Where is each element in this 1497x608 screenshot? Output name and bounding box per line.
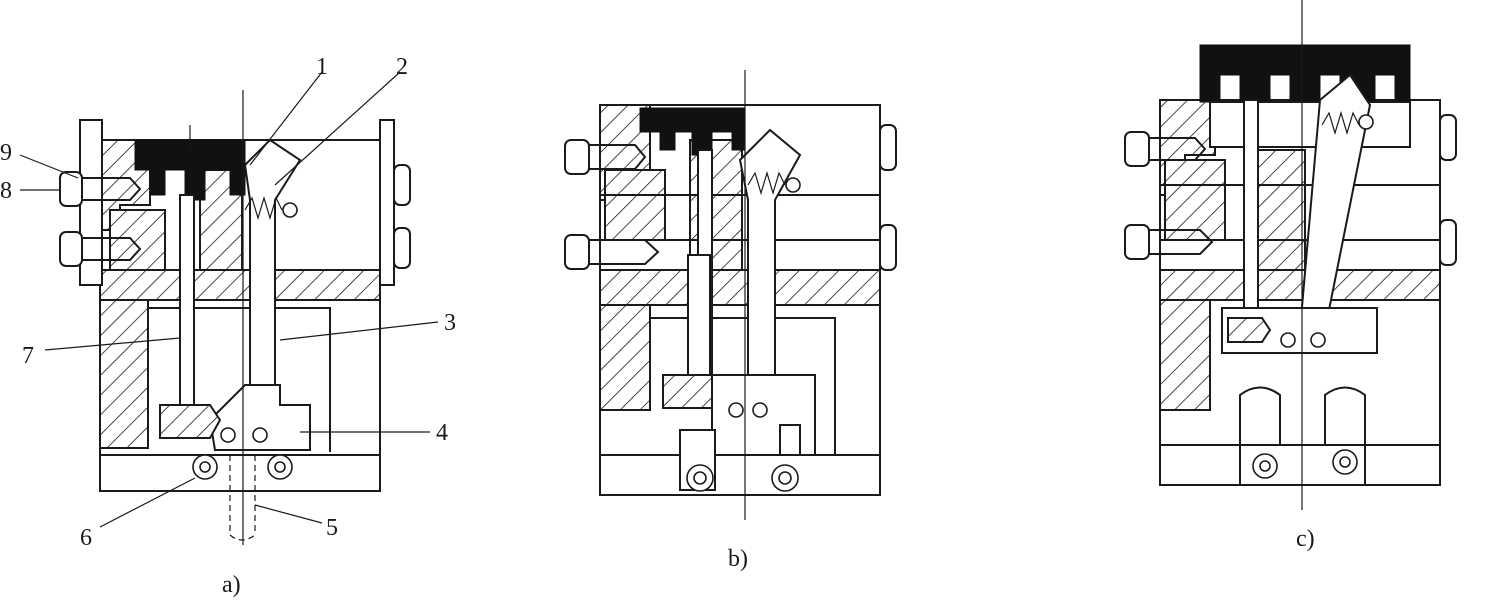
leader-5 [254, 504, 323, 524]
roller-right-core [274, 461, 286, 473]
leader-7 [44, 337, 181, 351]
left-inner-block-c [1164, 159, 1226, 241]
inner-cavity [148, 307, 331, 452]
bolt-shank-bottom [82, 237, 142, 261]
cap-plate-c [1209, 101, 1411, 148]
latch-pin-1-b [728, 402, 744, 418]
callout-6: 6 [80, 525, 92, 551]
callout-8: 8 [0, 178, 12, 204]
mid-strip-b [599, 269, 881, 306]
callout-5: 5 [326, 515, 338, 541]
spring-c [1321, 110, 1360, 136]
bolt-right-top [393, 164, 411, 206]
left-inner-block-b [604, 169, 666, 241]
lever-3 [243, 138, 302, 401]
plunger-5 [229, 455, 256, 541]
bolt-right-bottom-c [1439, 219, 1457, 266]
left-wall [99, 299, 149, 449]
bolt-right-top-c [1439, 114, 1457, 161]
latch-pin-2-b [752, 402, 768, 418]
callout-3: 3 [444, 310, 456, 336]
bolt-left-bottom-c [1124, 224, 1150, 260]
spring [244, 195, 283, 221]
bolt-left-bottom [59, 231, 83, 267]
center-bushing-c [1254, 149, 1306, 271]
pawl-block-c [1227, 317, 1272, 343]
latch-pin-2 [252, 427, 268, 443]
roller-left-core-c [1259, 460, 1271, 472]
view-b: b) [564, 70, 897, 572]
top-cap-c [1199, 44, 1411, 103]
bolt-shank-bottom-b [589, 239, 660, 265]
roller-right-core-c [1339, 456, 1351, 468]
lever-b [738, 128, 802, 391]
callout-7: 7 [22, 343, 34, 369]
bolt-right-bottom-b [879, 224, 897, 271]
lever-c [1298, 73, 1372, 331]
fork-left-c [1239, 386, 1281, 446]
fork-right-c [1324, 386, 1366, 446]
left-wall-b [599, 304, 651, 411]
view-c: c) [1124, 0, 1457, 552]
leader-1 [249, 71, 323, 166]
base-plate [99, 454, 381, 492]
latch-pin-1-c [1280, 332, 1296, 348]
spring-pin-c [1358, 114, 1374, 130]
bolt-left-bottom-b [564, 234, 590, 270]
pawl-block [159, 404, 222, 439]
callout-4: 4 [436, 420, 448, 446]
spring-pin [282, 202, 298, 218]
bolt-left-top-c [1124, 131, 1150, 167]
mid-strip-c [1159, 269, 1441, 301]
latch-pin-2-c [1310, 332, 1326, 348]
bolt-shank-bottom-c [1149, 229, 1214, 255]
caption-b: b) [728, 546, 748, 572]
bolt-right-bottom [393, 227, 411, 269]
rod-sleeve-b [687, 254, 711, 376]
callout-1: 1 [316, 54, 328, 80]
spring-b [747, 170, 786, 196]
bolt-left-top-b [564, 139, 590, 175]
callout-9: 9 [0, 140, 12, 166]
caption-a: a) [222, 572, 241, 598]
top-cap-b [639, 107, 746, 156]
view-a: 1 2 3 4 5 6 7 8 9 a) [0, 54, 456, 598]
leader-9 [19, 154, 79, 179]
mid-strip [99, 269, 381, 301]
roller-6-left-core [199, 461, 211, 473]
roller-left-core-b [693, 471, 707, 485]
latch-pin-1 [220, 427, 236, 443]
rod-7 [179, 194, 195, 406]
leader-2 [274, 71, 401, 186]
right-side-plate [379, 119, 395, 286]
left-inner-block [109, 209, 166, 271]
roller-right-core-b [778, 471, 792, 485]
bolt-right-top-b [879, 124, 897, 171]
left-wall-c [1159, 299, 1211, 411]
leader-6 [99, 477, 196, 528]
rod-c [1243, 99, 1259, 331]
bolt-shank-top-c [1149, 137, 1207, 161]
callout-2: 2 [396, 54, 408, 80]
spring-pin-b [785, 177, 801, 193]
caption-c: c) [1296, 526, 1315, 552]
leader-3 [279, 321, 439, 341]
bolt-left-top [59, 171, 83, 207]
bolt-shank-top-b [589, 144, 647, 170]
bolt-shank-top [82, 177, 142, 201]
